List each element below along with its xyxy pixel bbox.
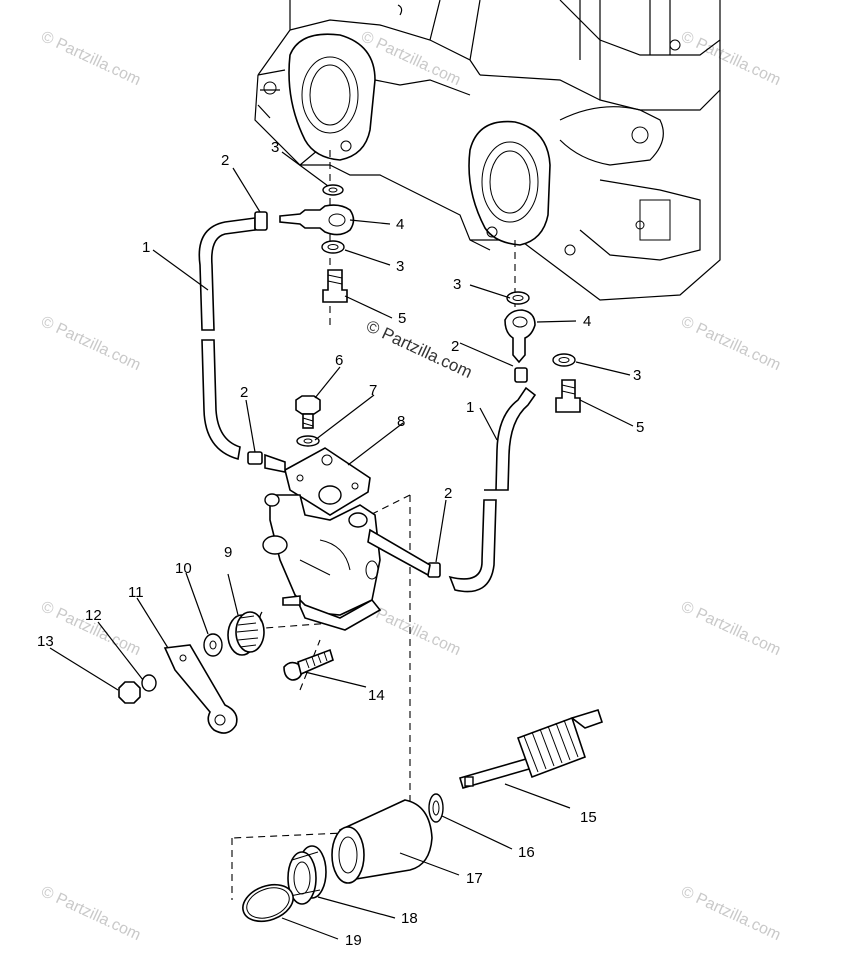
- callout-13: 13: [37, 633, 54, 650]
- hose-left: [198, 217, 256, 461]
- callout-labels: 1 1 2 2 2 2 3 3 3 3 4 4 5 5 6 7 8 9 10 1…: [37, 139, 644, 949]
- callout-2: 2: [221, 152, 229, 169]
- mount-bolt: [283, 648, 334, 681]
- watermark: © Partzilla.com: [678, 313, 783, 374]
- callout-7: 7: [369, 382, 377, 399]
- callout-2: 2: [444, 485, 452, 502]
- clamp: [254, 211, 268, 231]
- callout-10: 10: [175, 560, 192, 577]
- callout-4: 4: [396, 216, 404, 233]
- callout-5: 5: [636, 419, 644, 436]
- callout-3: 3: [633, 367, 641, 384]
- clamp: [514, 367, 528, 383]
- banjo-assembly-left: [279, 184, 355, 303]
- callout-14: 14: [368, 687, 385, 704]
- leader-lines: [49, 151, 634, 940]
- o-ring-inner: [246, 887, 290, 919]
- callout-8: 8: [397, 413, 405, 430]
- callout-15: 15: [580, 809, 597, 826]
- control-lever: [163, 644, 238, 734]
- thrust-washer-hole: [432, 800, 440, 816]
- washer: [203, 633, 223, 657]
- bushing-sleeve: [331, 799, 433, 884]
- callout-4: 4: [583, 313, 591, 330]
- callout-2: 2: [240, 384, 248, 401]
- drive-gear: [227, 611, 265, 656]
- callout-11: 11: [128, 584, 144, 601]
- callout-16: 16: [518, 844, 535, 861]
- oil-pump-body: [262, 447, 431, 631]
- watermark: © Partzilla.com: [678, 598, 783, 659]
- callout-17: 17: [466, 870, 483, 887]
- lock-washer: [141, 674, 157, 692]
- callout-3: 3: [396, 258, 404, 275]
- callout-5: 5: [398, 310, 406, 327]
- callout-6: 6: [335, 352, 343, 369]
- hose-right: [448, 386, 537, 593]
- banjo-assembly-right: [504, 291, 581, 413]
- watermark: © Partzilla.com: [38, 883, 143, 944]
- watermark: © Partzilla.com: [678, 883, 783, 944]
- drive-shaft: [459, 709, 604, 789]
- engine-crankcase: [254, 0, 721, 301]
- callout-19: 19: [345, 932, 362, 949]
- washer-hole: [209, 640, 217, 650]
- callout-3: 3: [453, 276, 461, 293]
- nut: [118, 681, 141, 704]
- callout-12: 12: [85, 607, 102, 624]
- callout-9: 9: [224, 544, 232, 561]
- watermark: © Partzilla.com: [38, 313, 143, 374]
- hose-clamps: [247, 211, 528, 578]
- callout-1: 1: [466, 399, 474, 416]
- callout-1: 1: [142, 239, 150, 256]
- callout-3: 3: [271, 139, 279, 156]
- thrust-washer: [428, 793, 444, 823]
- clamp: [247, 451, 263, 465]
- callout-2: 2: [451, 338, 459, 355]
- watermark: © Partzilla.com: [38, 28, 143, 89]
- callout-18: 18: [401, 910, 418, 927]
- cover-bolt: [295, 395, 321, 447]
- watermark: © Partzilla.com: [678, 28, 783, 89]
- oil-seal: [287, 845, 327, 905]
